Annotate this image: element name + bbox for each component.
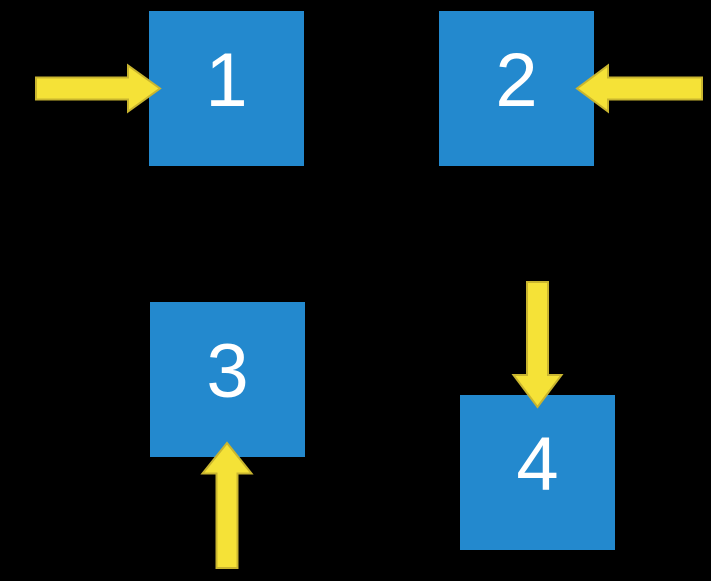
box-4[interactable]: 4 bbox=[460, 395, 615, 550]
arrow-right-icon bbox=[35, 63, 162, 114]
box-1[interactable]: 1 bbox=[149, 11, 304, 166]
arrow-up-icon bbox=[200, 441, 254, 569]
box-3-label: 3 bbox=[206, 328, 249, 414]
box-2[interactable]: 2 bbox=[439, 11, 594, 166]
arrow-down-icon bbox=[511, 281, 564, 409]
box-4-label: 4 bbox=[516, 421, 559, 507]
box-2-label: 2 bbox=[495, 37, 538, 123]
box-1-label: 1 bbox=[205, 37, 248, 123]
box-3[interactable]: 3 bbox=[150, 302, 305, 457]
arrow-left-icon bbox=[575, 63, 703, 114]
